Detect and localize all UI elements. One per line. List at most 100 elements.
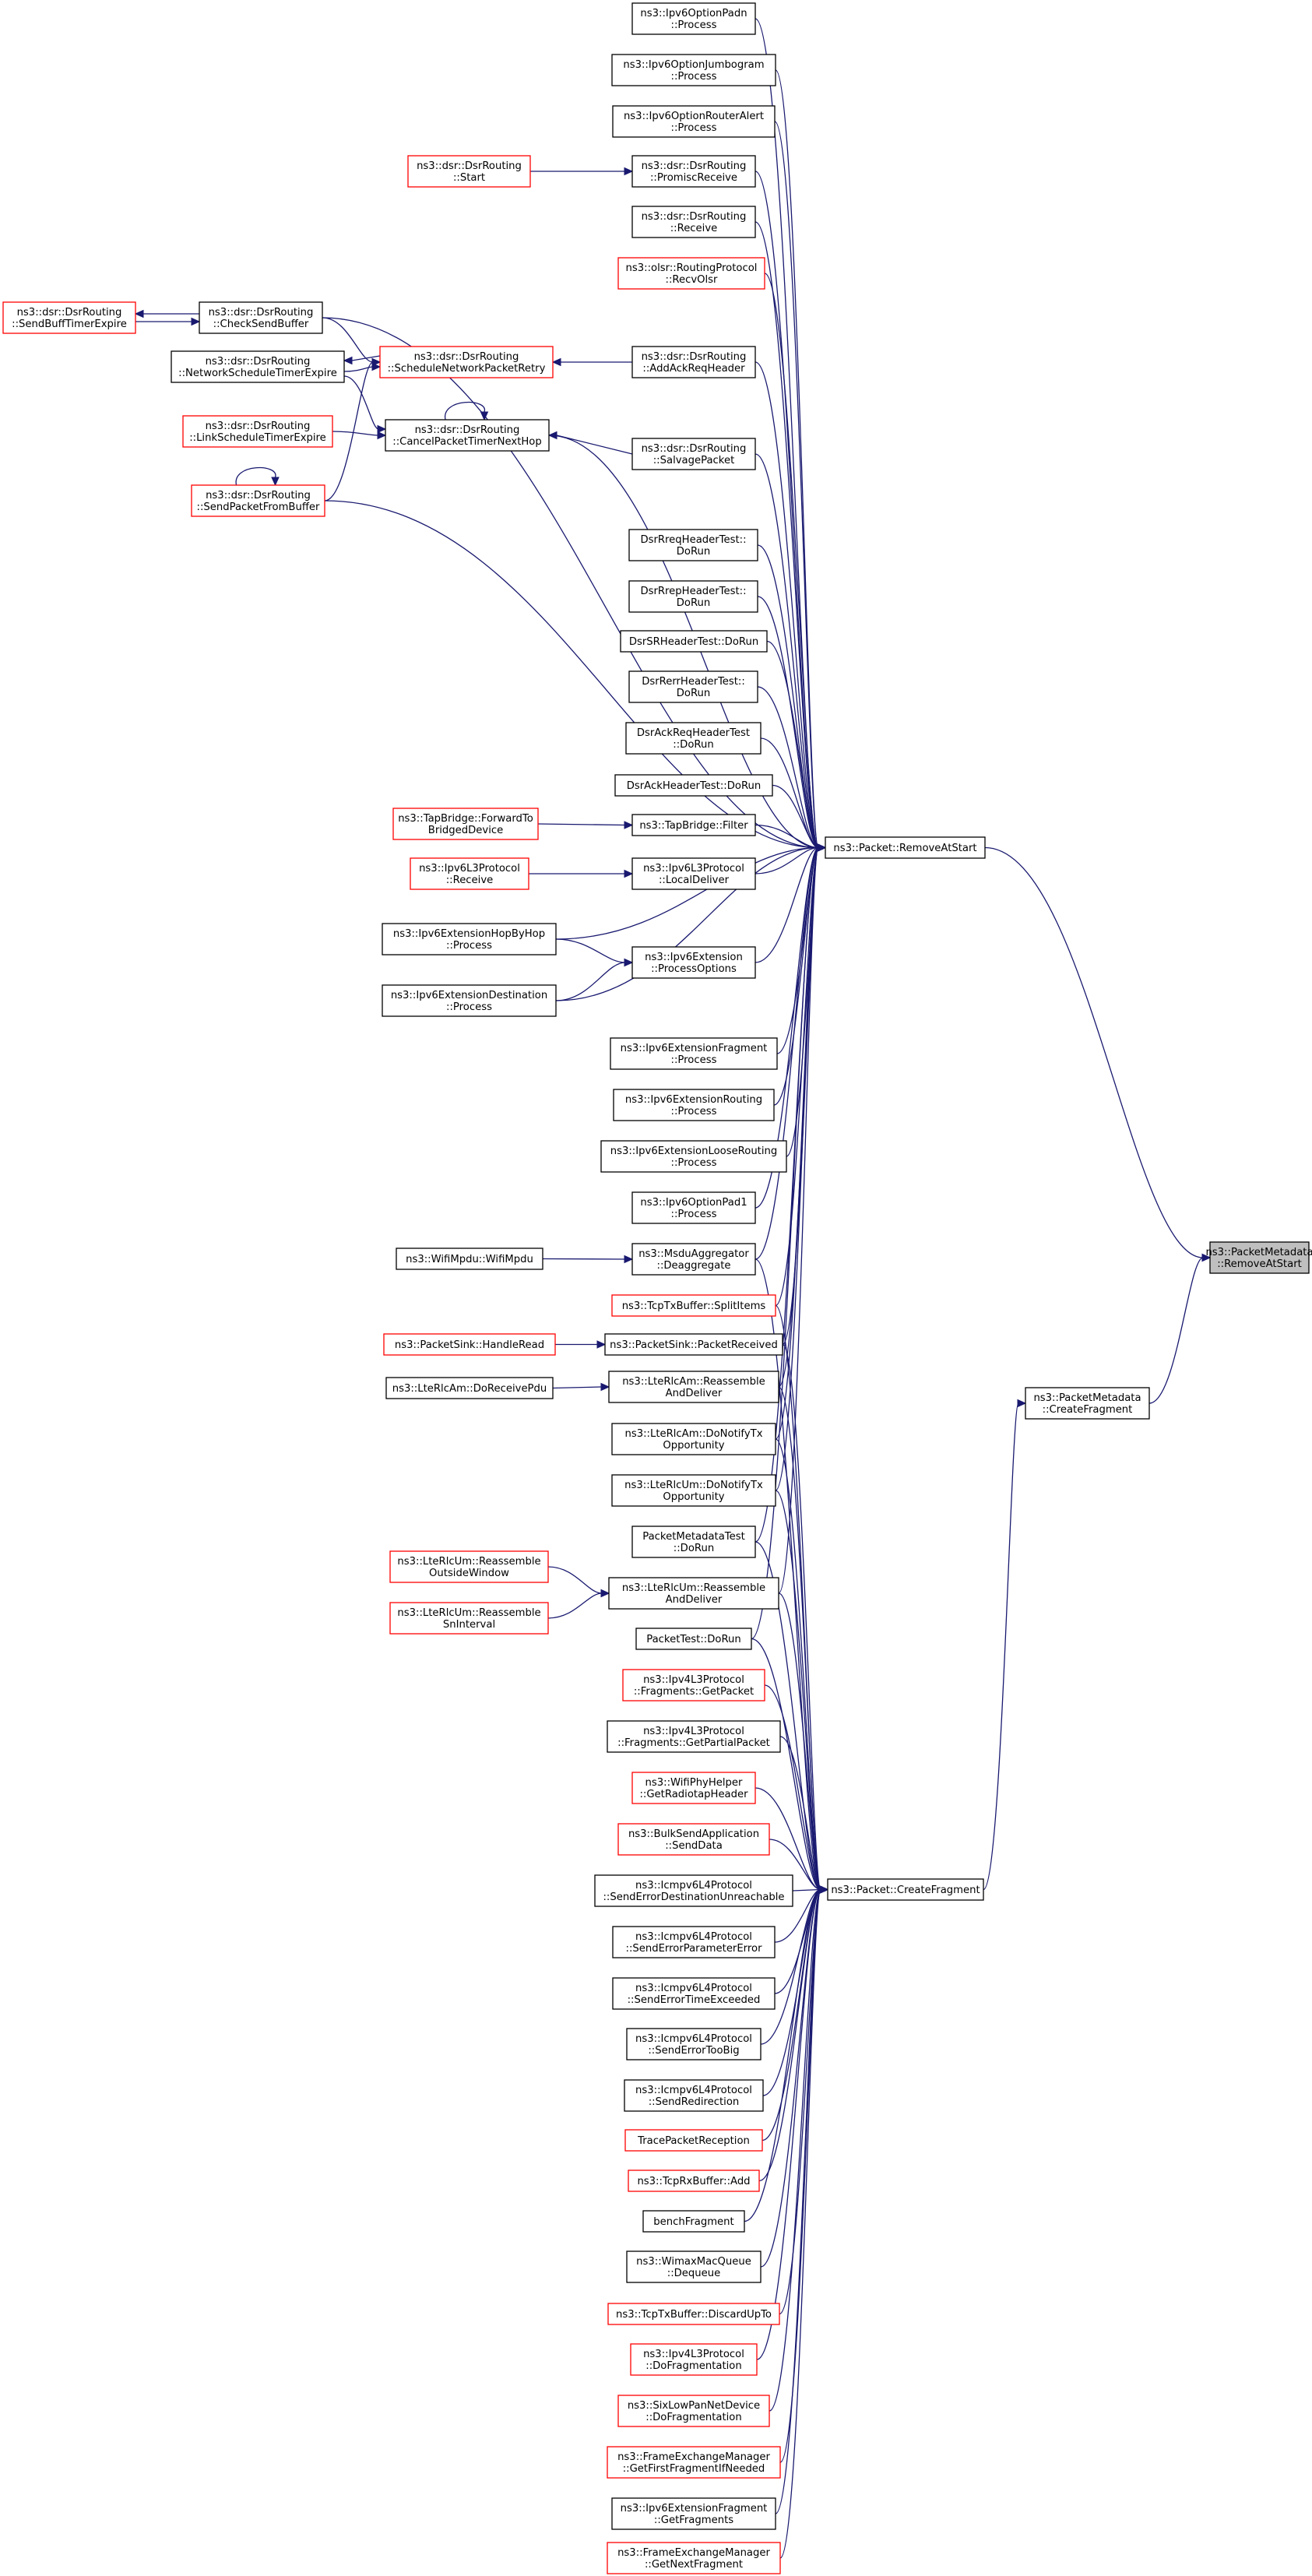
node-n58[interactable]: ns3::Icmpv6L4Protocol::SendErrorTimeExce… [612, 1977, 776, 2010]
node-n60[interactable]: ns3::Icmpv6L4Protocol::SendRedirection [624, 2079, 764, 2112]
node-n64[interactable]: ns3::WimaxMacQueue::Dequeue [626, 2250, 762, 2283]
node-n21[interactable]: DsrAckReqHeaderTest::DoRun [625, 722, 762, 755]
edge-n36-to-n25-line [754, 846, 819, 1260]
node-n07[interactable]: ns3::olsr::RoutingProtocol::RecvOlsr [617, 257, 765, 290]
node-n61[interactable]: TracePacketReception [624, 2129, 763, 2152]
node-n52[interactable]: ns3::Ipv4L3Protocol::Fragments::GetParti… [607, 1720, 781, 1753]
node-n11[interactable]: ns3::dsr::DsrRouting::ScheduleNetworkPac… [379, 346, 554, 378]
node-n26[interactable]: ns3::Ipv6L3Protocol::Receive [410, 857, 529, 890]
node-n09[interactable]: ns3::dsr::DsrRouting::CheckSendBuffer [199, 301, 323, 334]
node-n32[interactable]: ns3::Ipv6ExtensionRouting::Process [613, 1089, 775, 1121]
node-n17[interactable]: DsrRreqHeaderTest::DoRun [628, 529, 758, 561]
node-n22[interactable]: DsrAckHeaderTest::DoRun [614, 774, 773, 797]
node-n59[interactable]: ns3::Icmpv6L4Protocol::SendErrorTooBig [626, 2028, 762, 2060]
node-n43[interactable]: ns3::PacketMetadata::CreateFragment [1025, 1387, 1150, 1420]
node-n41[interactable]: ns3::LteRlcAm::DoReceivePdu [385, 1377, 554, 1399]
node-n03[interactable]: ns3::Ipv6OptionRouterAlert::Process [612, 105, 776, 138]
node-box [631, 946, 756, 979]
node-n40[interactable]: ns3::PacketSink::PacketReceived [604, 1333, 783, 1356]
node-box [635, 1628, 752, 1650]
node-label-line: ns3::PacketMetadata [1205, 1247, 1312, 1258]
node-n25[interactable]: ns3::Packet::RemoveAtStart [825, 836, 986, 859]
node-n39[interactable]: ns3::PacketSink::HandleRead [383, 1333, 556, 1356]
node-label-line: DsrRrepHeaderTest:: [640, 586, 746, 597]
edge-n16-to-n11-line [324, 361, 374, 501]
edge-n25-to-n37-line [984, 846, 1204, 1258]
node-n04[interactable]: ns3::dsr::DsrRouting::Start [407, 155, 531, 188]
node-n20[interactable]: DsrRerrHeaderTest::DoRun [628, 670, 758, 703]
node-n62[interactable]: ns3::TcpRxBuffer::Add [628, 2170, 760, 2192]
node-n53[interactable]: ns3::WifiPhyHelper::GetRadiotapHeader [631, 1772, 756, 1804]
edge-n43-to-n37-line [1148, 1257, 1204, 1404]
node-n50[interactable]: PacketTest::DoRun [635, 1628, 752, 1650]
node-n19[interactable]: DsrSRHeaderTest::DoRun [620, 630, 768, 653]
node-n16[interactable]: ns3::dsr::DsrRouting::SendPacketFromBuff… [191, 484, 325, 517]
node-box [379, 346, 554, 378]
node-n02[interactable]: ns3::Ipv6OptionJumbogram::Process [611, 54, 776, 86]
node-label-line: DoRun [677, 546, 711, 558]
node-n56[interactable]: ns3::Packet::CreateFragment [827, 1878, 984, 1901]
node-n30[interactable]: ns3::Ipv6ExtensionDestination::Process [382, 984, 557, 1017]
edge-n35-to-n36-arrowhead [624, 1255, 634, 1264]
node-n06[interactable]: ns3::dsr::DsrRouting::Receive [631, 206, 756, 238]
node-n35[interactable]: ns3::WifiMpdu::WifiMpdu [396, 1248, 543, 1270]
node-label-line: ::AddAckReqHeader [642, 363, 745, 375]
node-n01[interactable]: ns3::Ipv6OptionPadn::Process [631, 2, 756, 35]
node-n05[interactable]: ns3::dsr::DsrRouting::PromiscReceive [631, 155, 756, 188]
node-n67[interactable]: ns3::SixLowPanNetDevice::DoFragmentation [617, 2395, 770, 2427]
node-n65[interactable]: ns3::TcpTxBuffer::DiscardUpTo [607, 2303, 780, 2325]
node-n54[interactable]: ns3::BulkSendApplication::SendData [617, 1823, 770, 1856]
node-label-line: DoRun [677, 688, 711, 699]
node-n24[interactable]: ns3::TapBridge::Filter [631, 814, 756, 836]
node-n15[interactable]: ns3::dsr::DsrRouting::SalvagePacket [631, 438, 756, 470]
node-label-line: ns3::Icmpv6L4Protocol [635, 1931, 752, 1943]
node-n69[interactable]: ns3::Ipv6ExtensionFragment::GetFragments [611, 2497, 776, 2530]
node-n27[interactable]: ns3::Ipv6L3Protocol::LocalDeliver [631, 857, 756, 890]
node-label-line: TracePacketReception [637, 2135, 750, 2147]
node-box [382, 923, 557, 955]
node-label-line: ns3::Ipv4L3Protocol [643, 1726, 744, 1737]
node-label-line: ns3::dsr::DsrRouting [17, 307, 122, 318]
node-label-line: ns3::Ipv4L3Protocol [643, 1674, 744, 1686]
node-n70[interactable]: ns3::FrameExchangeManager::GetNextFragme… [607, 2542, 781, 2574]
node-n28[interactable]: ns3::Ipv6ExtensionHopByHop::Process [382, 923, 557, 955]
node-n13[interactable]: ns3::dsr::DsrRouting::LinkScheduleTimerE… [182, 415, 333, 448]
node-n14[interactable]: ns3::dsr::DsrRouting::CancelPacketTimerN… [385, 419, 550, 452]
edge-n70-to-n56-arrowhead [819, 1885, 829, 1894]
edge-n41-to-n42-arrowhead [600, 1382, 610, 1392]
node-n12[interactable]: ns3::dsr::DsrRouting::AddAckReqHeader [631, 346, 756, 378]
node-label-line: ns3::Ipv6ExtensionHopByHop [393, 928, 545, 940]
node-label-line: ::CreateFragment [1043, 1404, 1133, 1416]
node-n66[interactable]: ns3::Ipv4L3Protocol::DoFragmentation [630, 2343, 758, 2376]
node-label-line: ::Dequeue [667, 2268, 720, 2279]
node-label-line: ns3::WifiMpdu::WifiMpdu [406, 1254, 533, 1265]
node-n55[interactable]: ns3::Icmpv6L4Protocol::SendErrorDestinat… [594, 1874, 793, 1907]
node-n38[interactable]: ns3::TcpTxBuffer::SplitItems [611, 1294, 776, 1317]
node-box [626, 2250, 762, 2283]
node-n46[interactable]: PacketMetadataTest::DoRun [631, 1526, 756, 1558]
node-n18[interactable]: DsrRrepHeaderTest::DoRun [628, 580, 758, 613]
node-box [182, 415, 333, 448]
node-n68[interactable]: ns3::FrameExchangeManager::GetFirstFragm… [607, 2446, 781, 2479]
node-n29[interactable]: ns3::Ipv6Extension::ProcessOptions [631, 946, 756, 979]
node-n31[interactable]: ns3::Ipv6ExtensionFragment::Process [610, 1037, 778, 1070]
node-n36[interactable]: ns3::MsduAggregator::Deaggregate [631, 1243, 756, 1276]
node-n63[interactable]: benchFragment [642, 2210, 745, 2233]
node-label-line: ns3::Packet::RemoveAtStart [833, 843, 976, 854]
node-n57[interactable]: ns3::Icmpv6L4Protocol::SendErrorParamete… [612, 1926, 776, 1958]
node-box [613, 1089, 775, 1121]
node-n51[interactable]: ns3::Ipv4L3Protocol::Fragments::GetPacke… [622, 1669, 765, 1701]
node-n34[interactable]: ns3::Ipv6OptionPad1::Process [631, 1191, 756, 1224]
node-n08[interactable]: ns3::dsr::DsrRouting::SendBuffTimerExpir… [2, 301, 136, 334]
node-n33[interactable]: ns3::Ipv6ExtensionLooseRouting::Process [600, 1140, 787, 1173]
edge-n09-to-n11-line [322, 317, 374, 363]
edge-n35-to-n36 [542, 1255, 634, 1264]
node-n10[interactable]: ns3::dsr::DsrRouting::NetworkScheduleTim… [171, 350, 345, 383]
